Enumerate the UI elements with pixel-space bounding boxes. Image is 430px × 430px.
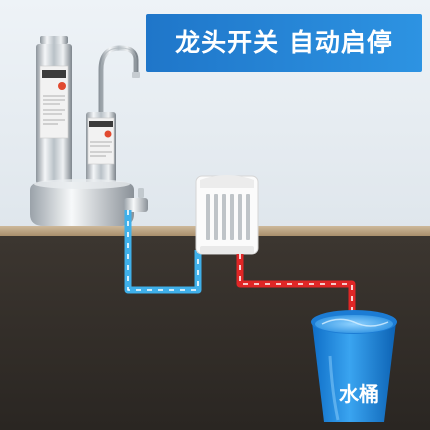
pump-box — [195, 175, 259, 255]
water-bucket — [311, 310, 397, 422]
bucket-label: 水桶 — [339, 382, 379, 406]
inlet-pipe — [124, 210, 202, 294]
inlet-valve — [124, 198, 148, 212]
purifier-unit — [36, 36, 72, 184]
feature-banner: 龙头开关 自动启停 — [146, 14, 422, 72]
purifier-base — [30, 182, 134, 226]
faucet — [86, 45, 140, 188]
